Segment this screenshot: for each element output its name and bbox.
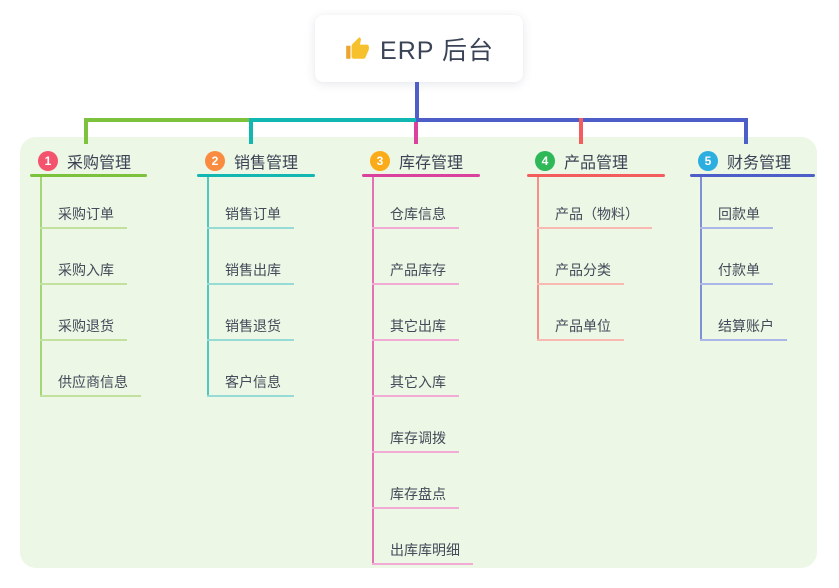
connector-branch-drop-5: [744, 118, 748, 144]
child-node[interactable]: 产品单位: [537, 285, 624, 341]
child-node[interactable]: 回款单: [700, 179, 773, 229]
child-label: 销售订单: [225, 206, 281, 222]
thumbs-up-icon: [346, 36, 369, 59]
child-node[interactable]: 库存盘点: [372, 453, 459, 509]
branch-title: 采购管理: [67, 155, 132, 172]
child-label: 库存盘点: [390, 486, 446, 502]
branch-child-connector: [700, 177, 702, 341]
child-node[interactable]: 销售退货: [207, 285, 294, 341]
branch-underline: [527, 174, 665, 177]
child-label: 出库库明细: [390, 542, 460, 558]
branch-child-connector: [537, 177, 539, 341]
child-node[interactable]: 付款单: [700, 229, 773, 285]
branch-node-1[interactable]: 1 采购管理: [38, 149, 131, 173]
connector-root-stem: [415, 82, 419, 122]
branch-title: 财务管理: [727, 155, 792, 172]
child-label: 供应商信息: [58, 374, 128, 390]
child-node[interactable]: 采购退货: [40, 285, 127, 341]
branch-priority-badge: 3: [370, 151, 390, 171]
child-node[interactable]: 产品库存: [372, 229, 459, 285]
child-label: 销售退货: [225, 318, 281, 334]
child-label: 仓库信息: [390, 206, 446, 222]
child-label: 付款单: [718, 262, 760, 278]
branch-node-5[interactable]: 5 财务管理: [698, 149, 791, 173]
child-label: 销售出库: [225, 262, 281, 278]
branch-underline: [30, 174, 147, 177]
root-node[interactable]: ERP 后台: [315, 15, 523, 82]
child-label: 回款单: [718, 206, 760, 222]
child-label: 采购入库: [58, 262, 114, 278]
branch-child-connector: [207, 177, 209, 397]
child-label: 结算账户: [718, 318, 774, 334]
branch-priority-badge: 1: [38, 151, 58, 171]
branch-child-connector: [40, 177, 42, 397]
child-node[interactable]: 出库库明细: [372, 509, 473, 565]
child-node[interactable]: 客户信息: [207, 341, 294, 397]
connector-branch-drop-2: [249, 118, 253, 144]
child-node[interactable]: 销售出库: [207, 229, 294, 285]
child-label: 其它入库: [390, 374, 446, 390]
branch-title: 库存管理: [399, 155, 464, 172]
child-node[interactable]: 产品（物料）: [537, 179, 652, 229]
child-label: 库存调拨: [390, 430, 446, 446]
branch-priority-badge: 4: [535, 151, 555, 171]
child-label: 产品库存: [390, 262, 446, 278]
connector-trunk-middle: [251, 118, 416, 122]
child-node[interactable]: 销售订单: [207, 179, 294, 229]
child-label: 客户信息: [225, 374, 281, 390]
child-node[interactable]: 其它出库: [372, 285, 459, 341]
branch-priority-badge: 2: [205, 151, 225, 171]
child-label: 采购退货: [58, 318, 114, 334]
child-label: 产品分类: [555, 262, 611, 278]
branch-priority-badge: 5: [698, 151, 718, 171]
mindmap-canvas: [20, 137, 817, 568]
branch-node-3[interactable]: 3 库存管理: [370, 149, 463, 173]
branch-underline: [197, 174, 315, 177]
child-node[interactable]: 结算账户: [700, 285, 787, 341]
branch-underline: [690, 174, 815, 177]
child-label: 产品（物料）: [555, 206, 639, 222]
child-node[interactable]: 其它入库: [372, 341, 459, 397]
child-node[interactable]: 供应商信息: [40, 341, 141, 397]
child-label: 产品单位: [555, 318, 611, 334]
child-node[interactable]: 产品分类: [537, 229, 624, 285]
branch-title: 产品管理: [564, 155, 629, 172]
child-node[interactable]: 仓库信息: [372, 179, 459, 229]
connector-branch-drop-4: [579, 118, 583, 144]
connector-trunk-left: [84, 118, 251, 122]
branch-node-4[interactable]: 4 产品管理: [535, 149, 628, 173]
child-label: 采购订单: [58, 206, 114, 222]
child-node[interactable]: 库存调拨: [372, 397, 459, 453]
child-node[interactable]: 采购订单: [40, 179, 127, 229]
branch-child-connector: [372, 177, 374, 565]
branch-node-2[interactable]: 2 销售管理: [205, 149, 298, 173]
branch-title: 销售管理: [234, 155, 299, 172]
connector-branch-drop-3: [414, 122, 418, 144]
child-node[interactable]: 采购入库: [40, 229, 127, 285]
branch-underline: [362, 174, 480, 177]
child-label: 其它出库: [390, 318, 446, 334]
root-title: ERP 后台: [380, 36, 494, 65]
connector-branch-drop-1: [84, 118, 88, 144]
